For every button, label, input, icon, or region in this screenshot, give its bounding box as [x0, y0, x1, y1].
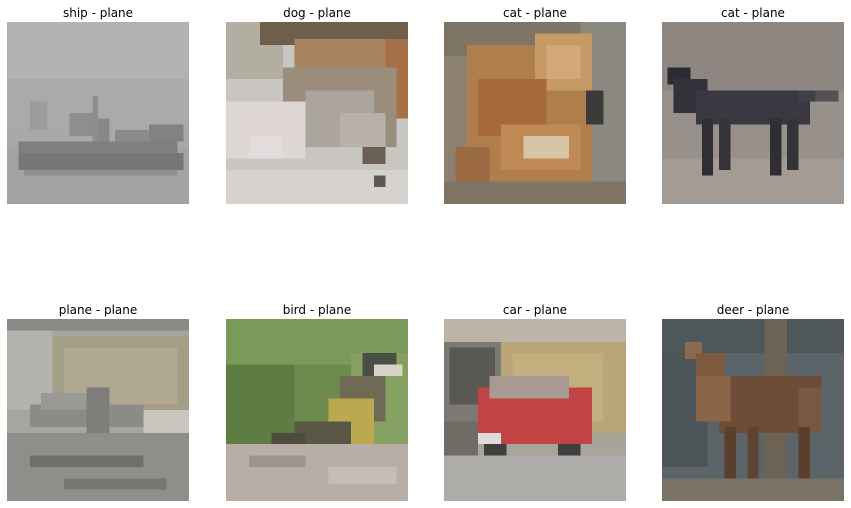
car-image [444, 319, 626, 501]
panel-title: bird - plane [282, 303, 352, 317]
panel-title: cat - plane [503, 6, 567, 20]
panel-title: cat - plane [721, 6, 785, 20]
bird-image [226, 319, 408, 501]
black-cat-image [662, 22, 844, 204]
panel-title: ship - plane [62, 6, 134, 20]
ship-image [7, 22, 189, 204]
dog-image [226, 22, 408, 204]
panel-title: plane - plane [58, 303, 138, 317]
panel-title: deer - plane [716, 303, 790, 317]
panel-title: car - plane [502, 303, 568, 317]
plane-image [7, 319, 189, 501]
panel-title: dog - plane [283, 6, 351, 20]
deer-image [662, 319, 844, 501]
cat-image [444, 22, 626, 204]
